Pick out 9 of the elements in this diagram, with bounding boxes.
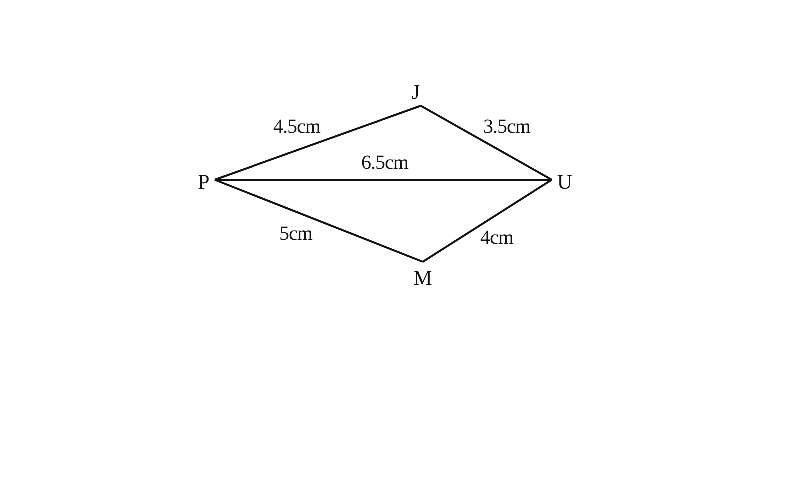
line-segment — [420, 105, 552, 181]
vertex-label: P — [198, 171, 210, 193]
vertex-label: U — [557, 171, 573, 193]
vertex-label: M — [414, 267, 432, 289]
line-segment — [214, 105, 422, 181]
vertex-label: J — [412, 81, 420, 103]
line-segment — [422, 179, 553, 263]
line-segment — [214, 179, 424, 263]
line-segment — [215, 179, 552, 181]
